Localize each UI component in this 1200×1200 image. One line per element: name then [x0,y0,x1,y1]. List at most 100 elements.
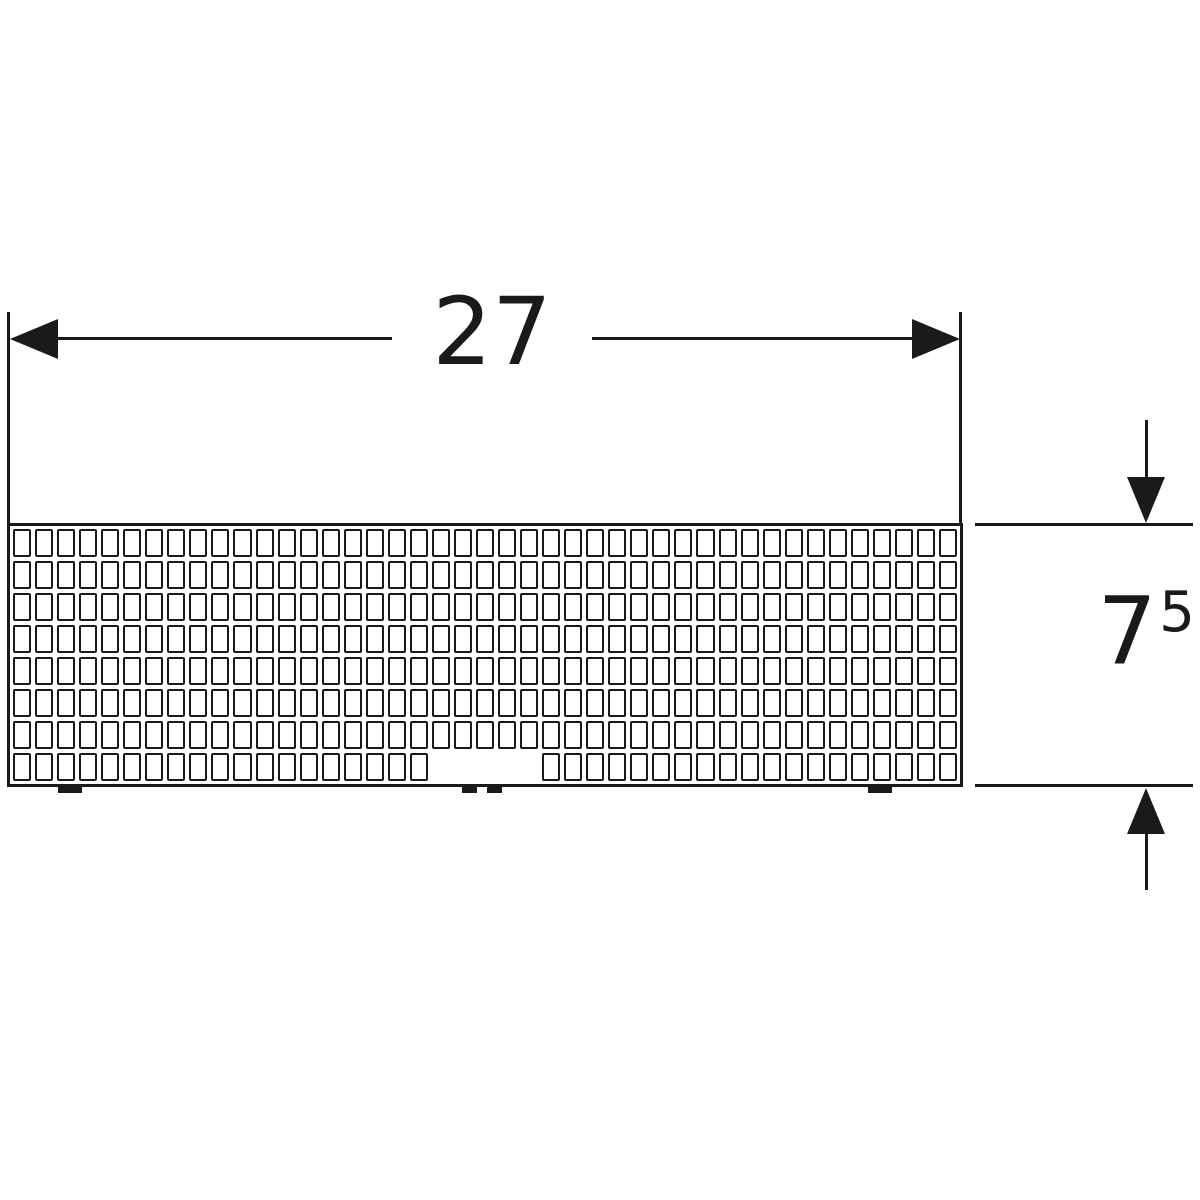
grille-foot-center-left [462,786,477,793]
grille-cell [409,657,428,685]
grille-cell [520,593,539,621]
grille-cell [343,657,362,685]
grille-cell [167,529,186,557]
grille-cell [784,529,803,557]
grille-row [13,657,958,685]
grille-cell [586,657,605,685]
grille-cell [167,721,186,749]
grille-cell [365,529,384,557]
grille-cell [916,561,935,589]
grille-cell [299,721,318,749]
grille-cell [321,689,340,717]
grille-cell [762,593,781,621]
grille-cell [79,561,98,589]
grille-cell [387,625,406,653]
grille-cell [453,689,472,717]
grille-cell [35,657,54,685]
grille-cell [365,625,384,653]
grille-cell [255,593,274,621]
grille-cell [211,625,230,653]
grille-cell [718,529,737,557]
grille-cell [872,561,891,589]
grille-cell [740,561,759,589]
grille-cell [277,593,296,621]
grille-cell [718,721,737,749]
grille-cell [189,689,208,717]
grille-cell [806,689,825,717]
grille-cell [299,753,318,781]
grille-cell [409,593,428,621]
grille-cell [498,721,517,749]
grille-cell [696,689,715,717]
grille-cell [696,657,715,685]
grille-cell [277,529,296,557]
grille-cell [916,689,935,717]
grille-cell [123,625,142,653]
grille-cell [762,529,781,557]
grille-cell [740,753,759,781]
grille-cell [189,657,208,685]
grille-cell [145,625,164,653]
grille-cell [916,753,935,781]
grille-cell [674,593,693,621]
grille-cell [365,753,384,781]
grille-cell [57,625,76,653]
grille-cell [938,753,958,781]
grille-cell [79,721,98,749]
grille-cell [475,657,495,685]
grille-cell [35,593,54,621]
arrow-left-icon [10,319,58,359]
grille-cell [608,721,627,749]
grille-cell [894,529,913,557]
grille-cell [630,529,649,557]
extension-line-bottom-right [975,784,1193,787]
grille-cell [453,625,472,653]
grille-cell [608,593,627,621]
grille-cell [167,593,186,621]
grille-cell [365,561,384,589]
grille-cell [850,561,869,589]
grille-cell [718,753,737,781]
grille-cell [542,689,561,717]
grille-cell [784,657,803,685]
grille-cell [233,625,252,653]
grille-cell [674,721,693,749]
grille-cell [652,721,671,749]
grille-cell [916,529,935,557]
grille-cell [35,721,54,749]
grille-cell [916,625,935,653]
grille-row [13,721,958,749]
grille-cell [79,593,98,621]
grille-cell [872,689,891,717]
grille-cell [806,561,825,589]
grille-cell [542,625,561,653]
grille-cell [211,657,230,685]
grille-cell [872,529,891,557]
grille-cell [564,593,583,621]
grille-cell [189,753,208,781]
grille-cell [674,529,693,557]
grille-cell [35,753,54,781]
grille-row [13,593,958,621]
grille-cell [828,657,847,685]
grille-cell [762,721,781,749]
grille-cell [475,689,495,717]
grille-cell [189,625,208,653]
grille-cell [365,721,384,749]
grille-cell [740,721,759,749]
grille-cell [321,593,340,621]
grille-cell [453,657,472,685]
grille-cell [321,721,340,749]
grille-cell [652,529,671,557]
grille-cell [123,529,142,557]
grille-cell [299,529,318,557]
extension-line-top-right [975,523,1193,526]
grille-cell [652,689,671,717]
grille-gap [453,753,472,781]
grille-cell [409,529,428,557]
grille-cell [674,657,693,685]
grille-cell [13,593,32,621]
grille-cell [431,721,450,749]
grille-cell [828,561,847,589]
grille-cell [101,593,120,621]
